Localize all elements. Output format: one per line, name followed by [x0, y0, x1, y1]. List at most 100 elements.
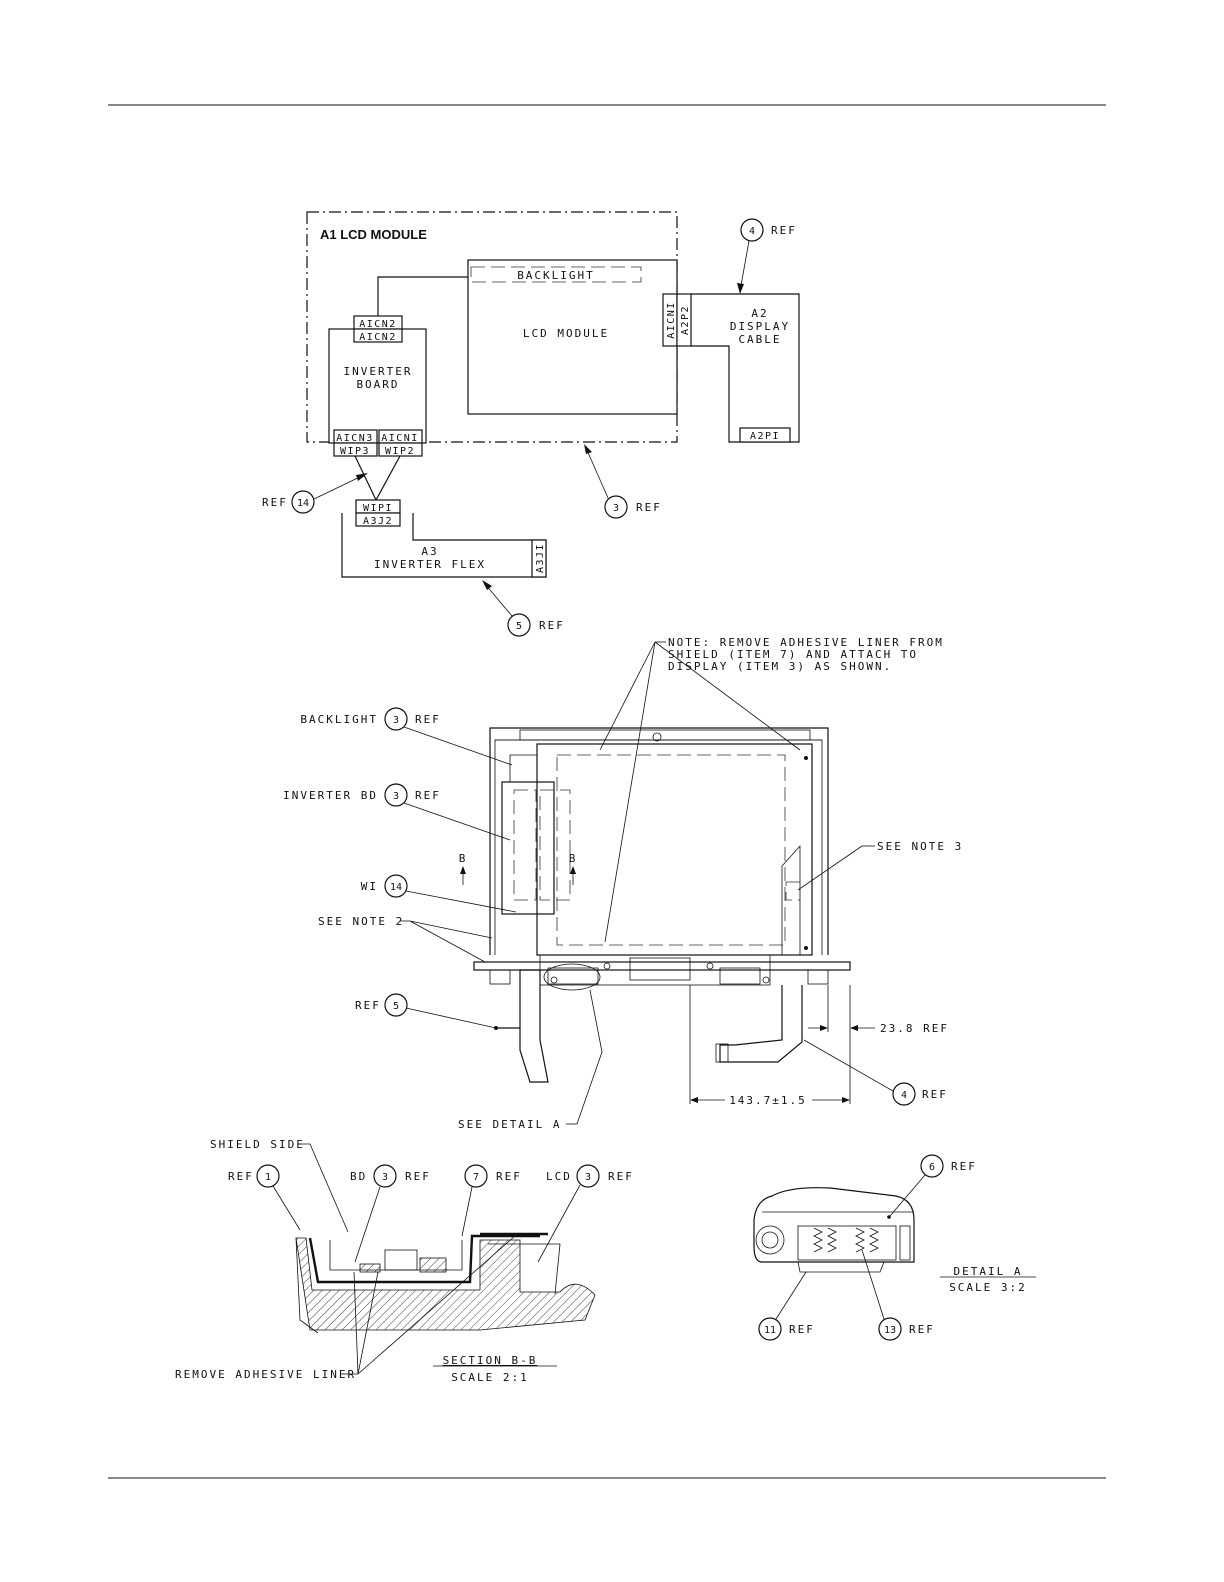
svg-text:REMOVE ADHESIVE LINER: REMOVE ADHESIVE LINER	[175, 1368, 356, 1381]
svg-text:3: 3	[613, 503, 619, 514]
a3j2-box	[355, 512, 401, 527]
detail-scale: SCALE 3:2	[949, 1281, 1027, 1294]
note-leader-1	[599, 641, 656, 751]
svg-text:6: 6	[929, 1162, 935, 1173]
svg-text:REF: REF	[539, 619, 565, 632]
callout-4-ref-top: 4 REF	[737, 218, 797, 294]
svg-text:3: 3	[382, 1172, 388, 1183]
svg-text:SEE NOTE 3: SEE NOTE 3	[877, 840, 963, 853]
backlight-box	[470, 266, 642, 283]
section-mark-b-left: B	[459, 852, 468, 885]
svg-text:INVERTER BD: INVERTER BD	[283, 789, 378, 802]
connector-detail-a	[547, 967, 599, 985]
w1p3-label: WIP3	[340, 446, 370, 457]
detail-a-springs	[813, 1227, 879, 1253]
lcd-panel	[536, 743, 813, 956]
callout-13-ref: 13 REF	[861, 1249, 935, 1341]
a3-label-1: A3	[421, 545, 438, 558]
w1p2-label: WIP2	[385, 446, 415, 457]
a1cn1-bottom-label: AICNI	[381, 433, 419, 444]
svg-text:4: 4	[901, 1090, 907, 1101]
svg-text:REF: REF	[909, 1323, 935, 1336]
w1-wire-right	[375, 455, 401, 501]
a1cn2-top-label: AICN2	[359, 319, 397, 330]
svg-text:REF: REF	[951, 1160, 977, 1173]
a1cn1-side-label: AICNI	[666, 301, 677, 339]
backlight-wire	[377, 276, 468, 316]
callout-bd-3-ref: BD 3 REF	[350, 1164, 429, 1263]
w1p1-label: WIPI	[363, 503, 393, 514]
callout-backlight-3-ref: BACKLIGHT 3 REF	[300, 707, 513, 766]
svg-text:B: B	[569, 852, 578, 865]
callout-4-ref-bottom: 4 REF	[803, 1039, 948, 1106]
svg-text:BD: BD	[350, 1170, 367, 1183]
a1-module-title: A1 LCD MODULE	[320, 227, 427, 242]
inverter-board-label-1: INVERTER	[344, 365, 413, 378]
svg-text:3: 3	[393, 791, 399, 802]
a2-label-2: DISPLAY	[730, 320, 790, 333]
svg-text:5: 5	[516, 621, 522, 632]
shield-side-label: SHIELD SIDE	[210, 1138, 305, 1151]
svg-text:SEE DETAIL A: SEE DETAIL A	[458, 1118, 561, 1131]
svg-text:REF: REF	[262, 496, 288, 509]
callout-7-ref: 7 REF	[461, 1164, 520, 1237]
a2p1-box	[739, 427, 791, 443]
svg-text:4: 4	[749, 226, 755, 237]
svg-text:11: 11	[764, 1325, 776, 1336]
svg-text:143.7±1.5: 143.7±1.5	[729, 1094, 807, 1107]
svg-text:SEE NOTE 2: SEE NOTE 2	[318, 915, 404, 928]
callout-ref-1: REF 1	[228, 1164, 301, 1231]
a2p1-label: A2PI	[750, 431, 780, 442]
housing-section	[295, 1237, 596, 1331]
note-leader-2	[604, 641, 656, 943]
svg-text:REF: REF	[789, 1323, 815, 1336]
callout-3-ref-top: 3 REF	[584, 444, 662, 519]
svg-text:3: 3	[393, 715, 399, 726]
svg-text:REF: REF	[415, 713, 441, 726]
svg-text:REF: REF	[355, 999, 381, 1012]
callout-lcd-3-ref: LCD 3 REF	[537, 1164, 634, 1263]
inverter-board-label-2: BOARD	[356, 378, 399, 391]
a3j1-box	[531, 539, 547, 578]
dimension-143-7: 143.7±1.5	[689, 985, 850, 1107]
detail-a-boss	[755, 1225, 785, 1255]
svg-text:23.8 REF: 23.8 REF	[880, 1022, 949, 1035]
a2-display-cable-outline	[691, 293, 800, 443]
inverter-board-outline	[501, 781, 555, 915]
lcd-module-box	[467, 259, 678, 415]
dimension-23-8: 23.8 REF	[808, 985, 949, 1104]
svg-text:B: B	[459, 852, 468, 865]
note-leader-3	[654, 641, 801, 751]
backlight-label: BACKLIGHT	[517, 269, 595, 282]
assembly-view: NOTE: REMOVE ADHESIVE LINER FROM SHIELD …	[283, 636, 963, 1131]
a2p2-label: A2P2	[680, 305, 691, 335]
callout-14-ref: REF 14	[262, 473, 368, 514]
detail-a-connector	[797, 1225, 897, 1261]
svg-text:REF: REF	[636, 501, 662, 514]
svg-text:REF: REF	[415, 789, 441, 802]
shield-outline	[556, 754, 786, 946]
note-line-2: SHIELD (ITEM 7) AND ATTACH TO	[668, 648, 918, 661]
callout-6-ref: 6 REF	[887, 1154, 977, 1219]
callout-w1-14: WI 14	[361, 874, 517, 913]
callout-remove-adhesive-liner: REMOVE ADHESIVE LINER	[175, 1235, 516, 1381]
svg-text:7: 7	[473, 1172, 479, 1183]
detail-a-housing	[753, 1187, 915, 1263]
svg-text:14: 14	[390, 882, 402, 893]
svg-text:REF: REF	[608, 1170, 634, 1183]
svg-text:REF: REF	[922, 1088, 948, 1101]
a2p2-box	[676, 293, 692, 347]
section-scale: SCALE 2:1	[451, 1371, 529, 1384]
a3-label-2: INVERTER FLEX	[374, 558, 486, 571]
detail-title: DETAIL A	[954, 1265, 1023, 1278]
callout-see-note-3: SEE NOTE 3	[797, 840, 963, 891]
callout-ref-5: REF 5	[355, 993, 497, 1029]
a2-label-1: A2	[751, 307, 768, 320]
svg-text:REF: REF	[771, 224, 797, 237]
a1cn2-bottom-box	[353, 328, 403, 343]
display-housing-outer	[489, 727, 829, 955]
svg-text:13: 13	[884, 1325, 896, 1336]
board-component	[384, 1249, 418, 1271]
a1cn3-label: AICN3	[336, 433, 374, 444]
